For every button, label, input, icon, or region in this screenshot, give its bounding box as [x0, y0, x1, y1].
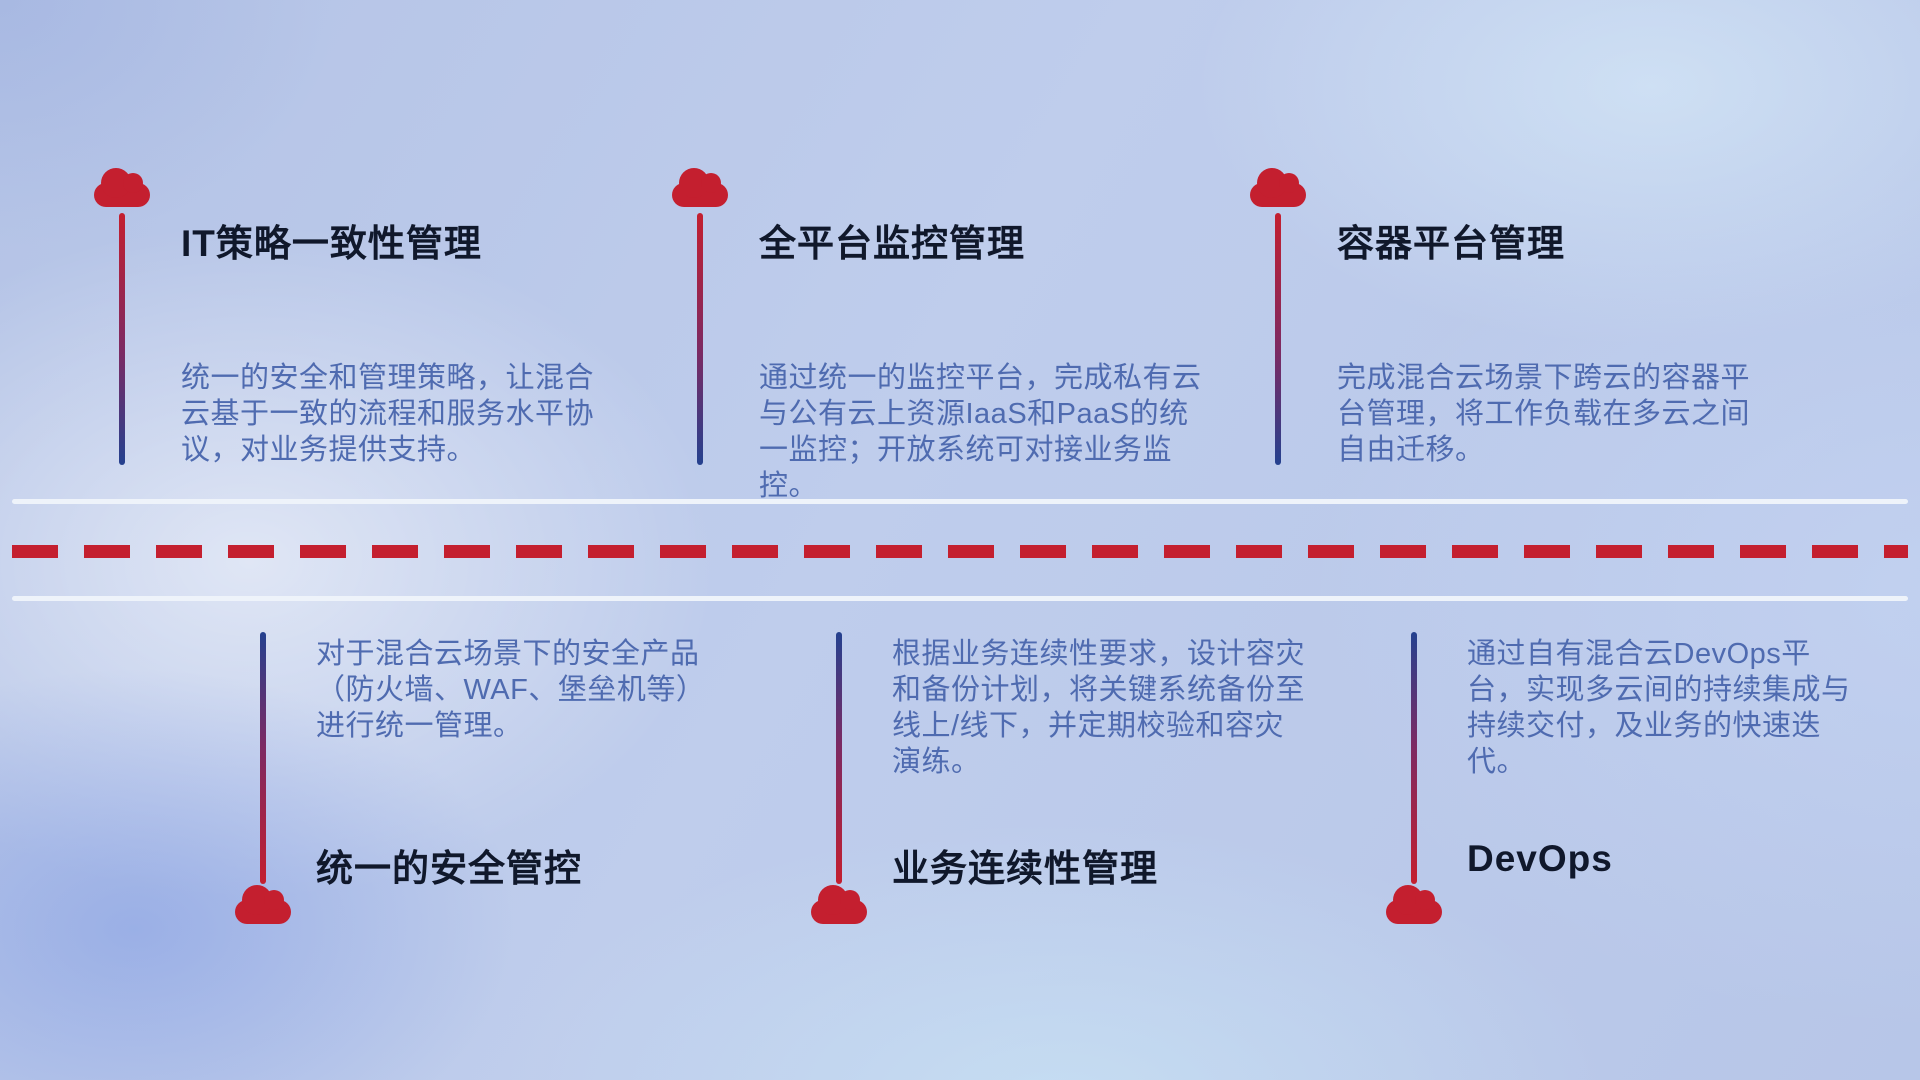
feature-title: IT策略一致性管理 [181, 223, 482, 264]
cloud-icon [811, 885, 867, 924]
feature-description: 对于混合云场景下的安全产品（防火墙、WAF、堡垒机等）进行统一管理。 [316, 638, 706, 742]
connector-line [1275, 213, 1281, 465]
cloud-icon [672, 168, 728, 207]
feature-business-continuity: 根据业务连续性要求，设计容灾和备份计划，将关键系统备份至线上/线下，并定期校验和… [811, 632, 1371, 962]
timeline-dashed-line [12, 545, 1908, 558]
feature-devops: 通过自有混合云DevOps平台，实现多云间的持续集成与持续交付，及业务的快速迭代… [1386, 632, 1920, 962]
feature-description: 通过自有混合云DevOps平台，实现多云间的持续集成与持续交付，及业务的快速迭代… [1467, 638, 1851, 778]
timeline-rail-top [12, 499, 1908, 504]
feature-it-policy: IT策略一致性管理 统一的安全和管理策略，让混合云基于一致的流程和服务水平协议，… [94, 168, 654, 498]
cloud-icon [94, 168, 150, 207]
timeline-rail-bottom [12, 596, 1908, 601]
feature-container-platform: 容器平台管理 完成混合云场景下跨云的容器平台管理，将工作负载在多云之间自由迁移。 [1250, 168, 1810, 498]
connector-line [836, 632, 842, 884]
cloud-icon [1386, 885, 1442, 924]
feature-platform-monitoring: 全平台监控管理 通过统一的监控平台，完成私有云与公有云上资源IaaS和PaaS的… [672, 168, 1232, 502]
feature-description: 统一的安全和管理策略，让混合云基于一致的流程和服务水平协议，对业务提供支持。 [181, 362, 595, 466]
feature-description: 通过统一的监控平台，完成私有云与公有云上资源IaaS和PaaS的统一监控；开放系… [759, 362, 1202, 502]
connector-line [1411, 632, 1417, 884]
feature-title: 业务连续性管理 [892, 848, 1158, 889]
cloud-icon [235, 885, 291, 924]
feature-title: 统一的安全管控 [316, 848, 582, 889]
feature-title: DevOps [1467, 838, 1613, 879]
connector-line [697, 213, 703, 465]
feature-description: 完成混合云场景下跨云的容器平台管理，将工作负载在多云之间自由迁移。 [1337, 362, 1751, 466]
cloud-icon [1250, 168, 1306, 207]
feature-title: 全平台监控管理 [759, 223, 1025, 264]
connector-line [260, 632, 266, 884]
feature-security-control: 对于混合云场景下的安全产品（防火墙、WAF、堡垒机等）进行统一管理。 统一的安全… [235, 632, 795, 962]
feature-description: 根据业务连续性要求，设计容灾和备份计划，将关键系统备份至线上/线下，并定期校验和… [892, 638, 1306, 778]
connector-line [119, 213, 125, 465]
feature-title: 容器平台管理 [1337, 223, 1565, 264]
